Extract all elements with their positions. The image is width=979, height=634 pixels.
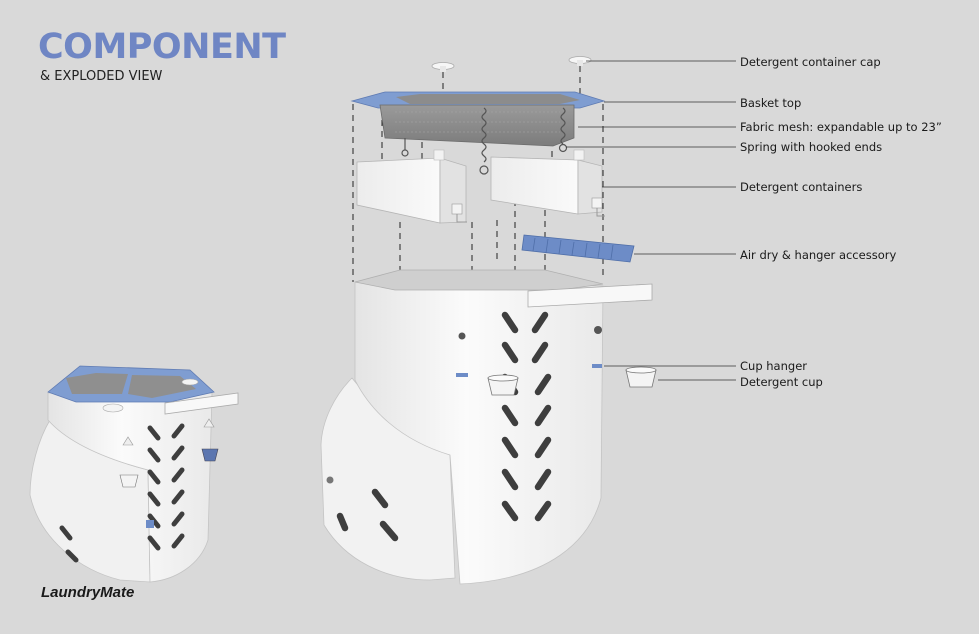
detergent-container-right (490, 149, 605, 217)
detergent-cup (487, 366, 657, 396)
air-dry-hanger-accessory (521, 234, 635, 263)
cup-hanger (456, 364, 602, 377)
assembled-preview (29, 365, 239, 583)
label-air-dry-accessory: Air dry & hanger accessory (740, 248, 897, 262)
label-cup-hanger: Cup hanger (740, 359, 808, 373)
label-detergent-container-cap: Detergent container cap (740, 55, 881, 69)
page-title: COMPONENT (38, 27, 286, 67)
brand-logo-text: LaundryMate (41, 584, 135, 601)
spring-with-hooked-ends (401, 107, 568, 175)
label-detergent-cup: Detergent cup (740, 375, 823, 389)
basket-top (350, 91, 606, 109)
label-basket-top: Basket top (740, 96, 802, 110)
label-spring: Spring with hooked ends (740, 140, 883, 154)
basket-body (320, 269, 653, 585)
detergent-container-cap (431, 56, 592, 72)
label-detergent-containers: Detergent containers (740, 180, 863, 194)
ventilation-slots (336, 311, 552, 542)
label-fabric-mesh: Fabric mesh: expandable up to 23” (740, 120, 942, 134)
callout-leaders (566, 60, 736, 381)
detergent-container-left (356, 149, 467, 224)
page-subtitle: & EXPLODED VIEW (40, 69, 163, 84)
fabric-mesh (379, 104, 575, 147)
